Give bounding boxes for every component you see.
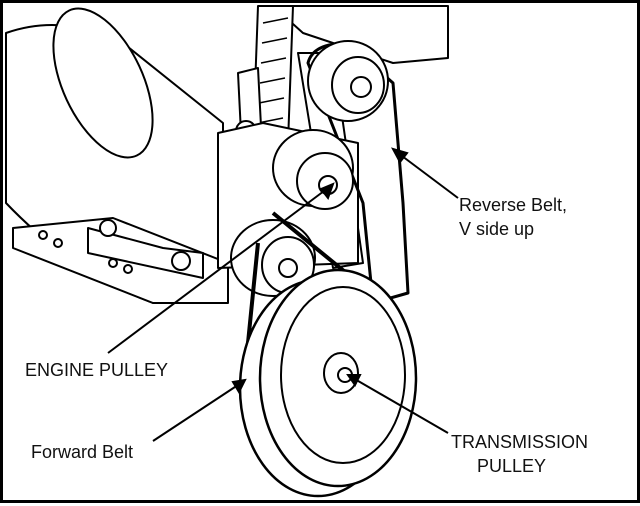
belt-drive-drawing (5, 5, 459, 498)
label-engine-pulley: ENGINE PULLEY (25, 360, 169, 380)
forward-belt-leader (152, 382, 242, 442)
label-transmission-pulley-2: PULLEY (477, 456, 547, 476)
engine-end-cap (52, 7, 154, 159)
transmission-pulley-leader (352, 377, 449, 434)
top-housing (272, 5, 449, 64)
engine-pulley-leader (107, 187, 329, 354)
label-reverse-belt-1: Reverse Belt, (459, 195, 568, 215)
label-transmission-pulley-1: TRANSMISSION (451, 432, 589, 452)
label-forward-belt: Forward Belt (31, 442, 134, 462)
reverse-belt-leader (397, 152, 459, 199)
label-reverse-belt-2: V side up (459, 219, 535, 239)
